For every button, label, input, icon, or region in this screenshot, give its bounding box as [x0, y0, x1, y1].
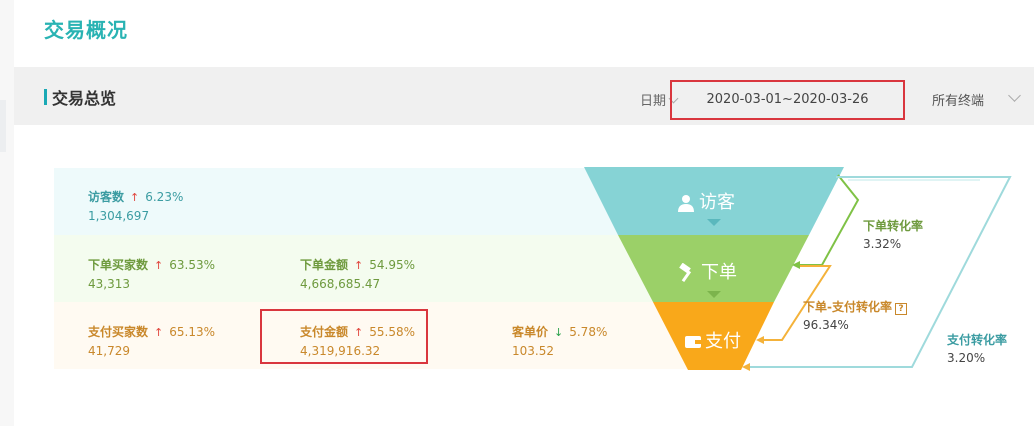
rate-label: 支付转化率	[947, 333, 1008, 347]
metric-change: 55.58%	[369, 325, 415, 339]
funnel-label-text: 访客	[699, 192, 735, 213]
order-buyers-metric: 下单买家数 ↑ 63.53% 43,313	[88, 254, 215, 291]
rate-label: 下单-支付转化率	[803, 300, 892, 314]
metric-label: 支付金额	[300, 325, 349, 339]
funnel-label-text: 下单	[701, 262, 737, 283]
funnel-stage-order	[618, 235, 809, 302]
trend-up-icon: ↑	[354, 259, 364, 272]
order-pay-rate: 下单-支付转化率? 96.34%	[803, 298, 907, 332]
metric-change: 6.23%	[145, 190, 184, 204]
section-header: 交易总览 日期 2020-03-01~2020-03-26 所有终端	[14, 67, 1034, 125]
date-label-text: 日期	[640, 94, 667, 109]
section-accent	[44, 89, 47, 105]
order-row: 下单买家数 ↑ 63.53% 43,313 下单金额 ↑ 54.95% 4,668,68…	[54, 235, 704, 302]
funnel-label-visitor: 访客	[677, 188, 735, 214]
gavel-icon	[679, 262, 692, 283]
visitor-metric: 访客数 ↑ 6.23% 1,304,697	[88, 186, 183, 223]
rate-label: 下单转化率	[863, 219, 924, 233]
funnel-label-order: 下单	[677, 258, 737, 284]
pay-rate-connector	[748, 176, 1012, 368]
rate-value: 3.32%	[863, 237, 902, 251]
metric-label: 支付买家数	[88, 325, 149, 339]
help-icon[interactable]: ?	[894, 303, 907, 315]
funnel-arrow	[707, 291, 721, 298]
metric-label: 下单买家数	[88, 258, 149, 272]
metric-value: 103.52	[512, 344, 554, 358]
pay-row: 支付买家数 ↑ 65.13% 41,729 支付金额 ↑ 55.58% 4,319,91…	[54, 302, 704, 369]
trend-up-icon: ↑	[154, 326, 164, 339]
pay-buyers-metric: 支付买家数 ↑ 65.13% 41,729	[88, 321, 215, 358]
metric-value: 1,304,697	[88, 209, 150, 223]
metric-change: 65.13%	[169, 325, 215, 339]
trend-up-icon: ↑	[130, 191, 140, 204]
trend-up-icon: ↑	[354, 326, 364, 339]
funnel-arrow	[707, 219, 721, 226]
terminal-select[interactable]: 所有终端	[932, 94, 985, 109]
section-title: 交易总览	[52, 89, 117, 108]
metric-label: 下单金额	[300, 258, 349, 272]
metric-change: 54.95%	[369, 258, 415, 272]
user-icon	[678, 195, 694, 212]
order-rate: 下单转化率 3.32%	[863, 217, 923, 251]
rate-value: 96.34%	[803, 318, 849, 332]
wallet-icon	[685, 336, 701, 348]
visitor-row: 访客数 ↑ 6.23% 1,304,697	[54, 168, 704, 235]
metric-value: 41,729	[88, 344, 130, 358]
date-range-picker[interactable]: 2020-03-01~2020-03-26	[670, 80, 905, 120]
funnel-stage-visitor	[584, 167, 844, 235]
metric-value: 4,319,916.32	[300, 344, 381, 358]
pay-rate: 支付转化率 3.20%	[947, 331, 1007, 365]
metric-change: 5.78%	[569, 325, 608, 339]
funnel-label-pay: 支付	[685, 327, 741, 353]
funnel-label-text: 支付	[705, 331, 741, 352]
order-pay-rate-connector	[762, 265, 832, 341]
trend-up-icon: ↑	[154, 259, 164, 272]
metric-value: 4,668,685.47	[300, 277, 381, 291]
funnel-stage-pay	[653, 302, 774, 370]
metric-label: 访客数	[88, 190, 125, 204]
order-amount-metric: 下单金额 ↑ 54.95% 4,668,685.47	[300, 254, 415, 291]
metric-change: 63.53%	[169, 258, 215, 272]
unit-price-metric: 客单价 ↓ 5.78% 103.52	[512, 321, 607, 358]
date-filter-label[interactable]: 日期	[640, 90, 679, 109]
left-edge-mark	[0, 100, 6, 152]
trend-down-icon: ↓	[554, 326, 564, 339]
page-title: 交易概况	[44, 18, 128, 42]
rate-value: 3.20%	[947, 351, 986, 365]
highlight-box	[260, 309, 428, 364]
pay-amount-metric: 支付金额 ↑ 55.58% 4,319,916.32	[300, 321, 415, 358]
metric-value: 43,313	[88, 277, 130, 291]
metric-label: 客单价	[512, 325, 549, 339]
